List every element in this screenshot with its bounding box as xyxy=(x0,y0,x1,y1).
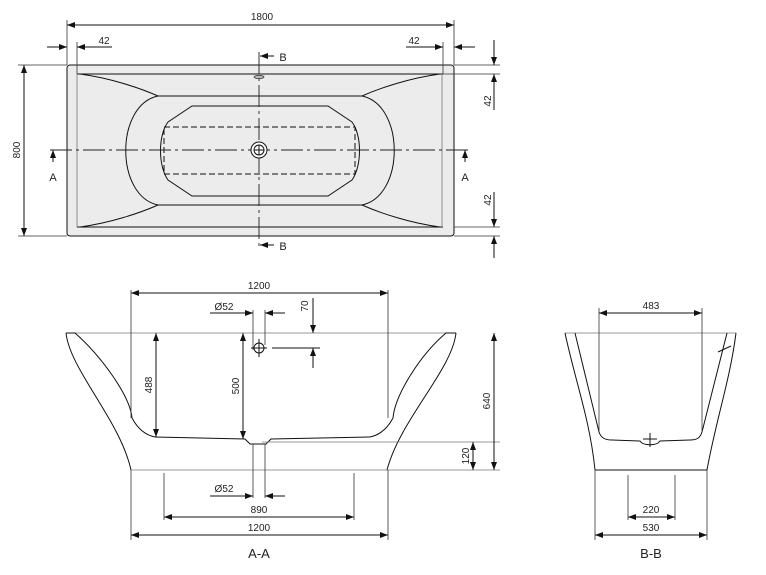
section-b-bottom-label: B xyxy=(279,241,286,253)
dim-rim-left: 42 xyxy=(98,36,110,47)
section-aa-view: 1200 Ø52 70 488 500 640 120 Ø52 xyxy=(65,281,500,561)
dim-length: 1800 xyxy=(251,12,274,23)
dim-aa-base-height: 120 xyxy=(461,447,472,464)
section-a-left-label: A xyxy=(49,172,57,184)
section-a-right-label: A xyxy=(461,172,469,184)
section-bb-title: B-B xyxy=(640,546,662,561)
dim-bb-inner-width: 483 xyxy=(643,301,660,312)
dim-aa-overflow-diameter: Ø52 xyxy=(215,302,234,313)
top-view: 1800 42 42 800 42 42 A A B xyxy=(12,12,500,258)
dim-aa-overflow-offset: 70 xyxy=(300,300,311,312)
dim-aa-drain-diameter: Ø52 xyxy=(215,484,234,495)
section-b-top-label: B xyxy=(279,52,286,64)
dim-aa-feet-spacing: 890 xyxy=(251,505,268,516)
dim-bb-base-width: 530 xyxy=(643,523,660,534)
section-bb-view: 483 220 530 B-B xyxy=(564,301,737,561)
dim-aa-top-width: 1200 xyxy=(248,281,271,292)
dim-aa-total-height: 640 xyxy=(482,392,493,409)
dim-aa-overflow-height: 500 xyxy=(231,377,242,394)
section-aa-title: A-A xyxy=(248,546,270,561)
overflow-icon xyxy=(253,75,265,79)
dim-aa-inner-depth: 488 xyxy=(144,376,155,393)
dim-rim-top: 42 xyxy=(483,95,494,107)
dim-bb-feet-spacing: 220 xyxy=(643,505,660,516)
dim-rim-right: 42 xyxy=(408,36,420,47)
feet-outline xyxy=(163,126,356,175)
dim-width: 800 xyxy=(12,141,23,158)
dim-aa-base-width: 1200 xyxy=(248,523,271,534)
dim-rim-bottom: 42 xyxy=(483,194,494,206)
